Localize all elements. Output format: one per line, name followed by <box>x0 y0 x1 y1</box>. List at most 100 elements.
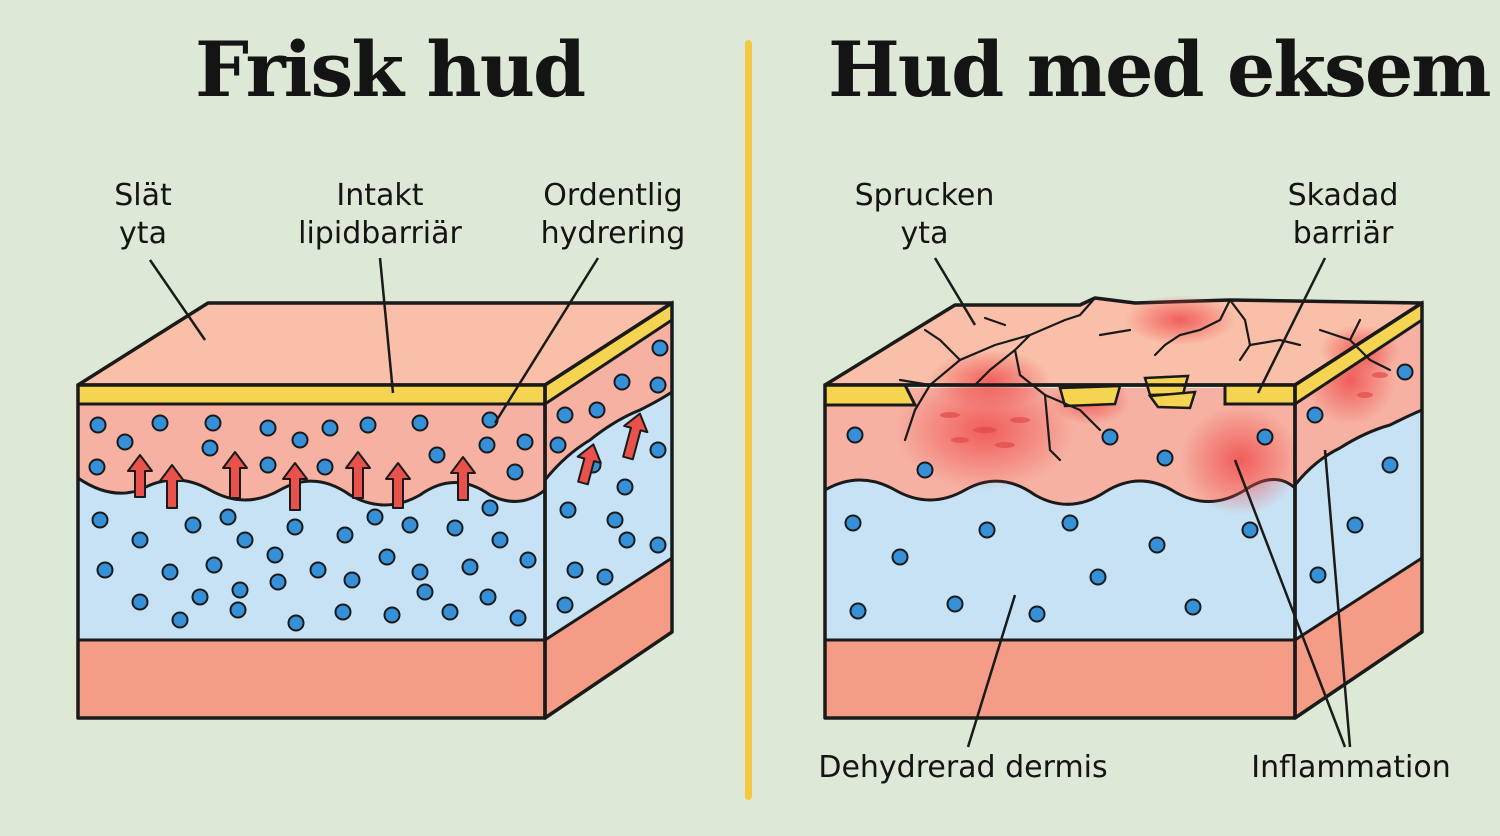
leader-dehydrated-dermis <box>966 594 1017 748</box>
water-molecule <box>336 526 354 544</box>
label-cracked-surface-line1: Sprucken <box>854 178 995 213</box>
water-molecule <box>204 414 222 432</box>
title-eczema-skin: Hud med eksem <box>828 25 1492 114</box>
inflammation-spot-2 <box>1180 405 1295 515</box>
water-molecule <box>549 436 567 454</box>
water-molecule <box>651 339 669 357</box>
eczema-front-face <box>825 388 1295 718</box>
leader-damaged-barrier <box>1256 257 1327 394</box>
water-molecule <box>161 563 179 581</box>
water-molecule <box>286 518 304 536</box>
water-molecule <box>428 446 446 464</box>
water-molecule <box>151 414 169 432</box>
water-molecule <box>1156 449 1174 467</box>
eczema-water-molecules <box>844 363 1414 623</box>
up-arrow-icon <box>576 443 602 486</box>
water-molecule <box>491 531 509 549</box>
water-molecule <box>946 595 964 613</box>
label-intact-lipid-barrier-line2: lipidbarriär <box>298 216 462 251</box>
water-molecule <box>205 556 223 574</box>
water-molecule <box>588 401 606 419</box>
label-intact-lipid-barrier-line1: Intakt <box>336 178 424 213</box>
water-molecule <box>96 561 114 579</box>
water-molecule <box>516 433 534 451</box>
label-cracked-surface: Sprucken yta <box>842 177 1007 253</box>
water-molecule <box>343 571 361 589</box>
water-molecule <box>231 581 249 599</box>
eczema-skin-block <box>823 257 1424 748</box>
water-molecule <box>649 441 667 459</box>
leader-inflammation-1 <box>1233 459 1347 748</box>
label-inflammation: Inflammation <box>1251 750 1451 785</box>
water-molecule <box>519 551 537 569</box>
up-arrow-icon <box>345 451 371 499</box>
title-healthy-skin: Frisk hud <box>195 25 586 114</box>
water-molecule <box>616 478 634 496</box>
up-arrow-icon <box>127 454 153 498</box>
up-arrow-icon <box>385 462 411 509</box>
water-molecule <box>613 373 631 391</box>
water-molecule <box>559 501 577 519</box>
healthy-side-face <box>545 305 672 718</box>
water-molecule <box>481 499 499 517</box>
water-molecule <box>184 516 202 534</box>
water-molecule <box>116 433 134 451</box>
healthy-subcutis-layer <box>78 638 545 718</box>
leader-hydration <box>493 257 600 424</box>
label-intact-lipid-barrier: Intakt lipidbarriär <box>285 177 475 253</box>
water-molecule <box>1256 428 1274 446</box>
healthy-front-face <box>78 388 545 718</box>
water-molecule <box>131 531 149 549</box>
label-smooth-surface-line2: yta <box>119 216 167 251</box>
water-molecule <box>556 406 574 424</box>
label-proper-hydration-line2: hydrering <box>540 216 686 251</box>
water-molecule <box>236 531 254 549</box>
water-molecule <box>849 602 867 620</box>
up-arrow-icon <box>159 464 185 509</box>
leader-smooth-surface <box>148 259 207 341</box>
inflammation-marks <box>940 372 1388 448</box>
label-damaged-barrier-line1: Skadad <box>1287 178 1399 213</box>
label-damaged-barrier-line2: barriär <box>1292 216 1394 251</box>
label-cracked-surface-line2: yta <box>900 216 949 251</box>
water-molecule <box>461 558 479 576</box>
water-molecule <box>269 573 287 591</box>
water-molecule <box>334 603 352 621</box>
water-molecule <box>1346 516 1364 534</box>
water-molecule <box>481 411 499 429</box>
water-molecule <box>891 548 909 566</box>
water-molecule <box>383 606 401 624</box>
water-molecule <box>478 436 496 454</box>
water-molecule <box>606 511 624 529</box>
water-molecule <box>978 521 996 539</box>
leader-lipid-barrier <box>378 257 395 394</box>
eczema-subcutis-layer <box>825 638 1295 718</box>
water-molecule <box>88 458 106 476</box>
up-arrow-icon <box>282 462 308 511</box>
water-molecule <box>411 563 429 581</box>
water-molecule <box>201 439 219 457</box>
water-molecule <box>649 536 667 554</box>
water-molecule <box>446 519 464 537</box>
water-molecule <box>266 546 284 564</box>
label-dehydrated-dermis: Dehydrerad dermis <box>818 750 1108 785</box>
water-molecule <box>556 596 574 614</box>
water-molecule <box>844 514 862 532</box>
center-divider <box>745 40 752 800</box>
water-molecule <box>1381 456 1399 474</box>
water-molecule <box>366 508 384 526</box>
up-arrow-icon <box>450 456 476 501</box>
water-molecule <box>411 414 429 432</box>
inflammation-spot-1 <box>895 388 1075 490</box>
water-molecule <box>91 511 109 529</box>
water-molecule <box>846 426 864 444</box>
water-molecule <box>479 588 497 606</box>
label-proper-hydration-line1: Ordentlig <box>543 178 683 213</box>
label-smooth-surface: Slät yta <box>98 177 188 253</box>
surface-cracks <box>898 296 1392 462</box>
water-molecule <box>1309 566 1327 584</box>
water-molecule <box>191 588 209 606</box>
water-molecule <box>596 568 614 586</box>
label-damaged-barrier: Skadad barriär <box>1278 177 1408 253</box>
water-molecule <box>441 603 459 621</box>
